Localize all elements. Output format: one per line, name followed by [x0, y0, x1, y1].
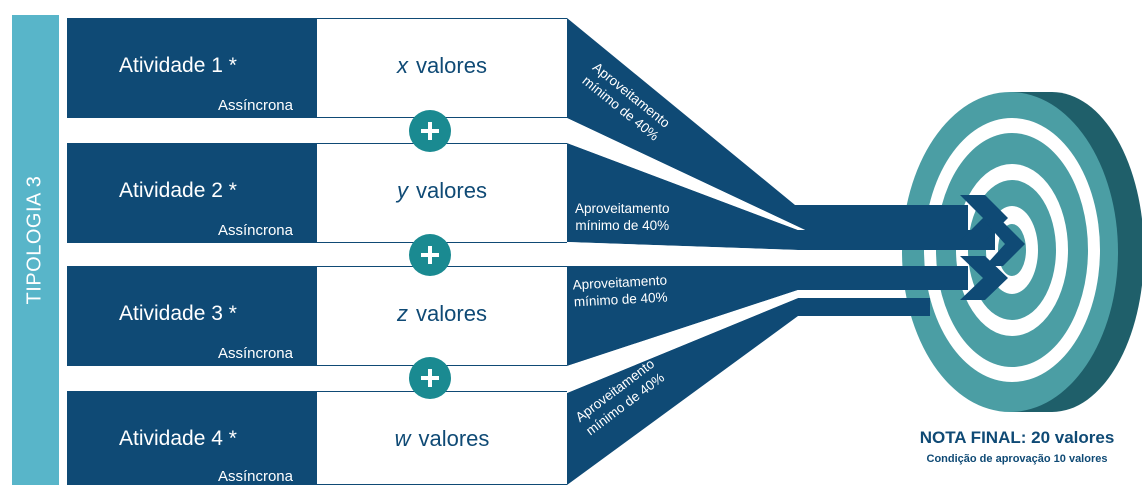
activity-value: w valores — [317, 426, 567, 452]
value-unit: valores — [416, 53, 487, 78]
activity-name: Atividade 1 * — [119, 54, 237, 77]
activity-block: Atividade 1 * Assíncrona — [67, 18, 317, 118]
band-separator-3 — [567, 290, 798, 393]
activity-type: Assíncrona — [217, 222, 293, 239]
tipologia-label: TIPOLOGIA 3 — [23, 175, 46, 305]
tipologia-sidebar — [12, 15, 59, 485]
condition-label-2: Aproveitamento mínimo de 40% — [575, 200, 670, 234]
value-block: z valores — [317, 266, 567, 366]
activity-name: Atividade 4 * — [119, 427, 237, 450]
value-block: w valores — [317, 391, 567, 485]
activity-type: Assíncrona — [217, 97, 293, 114]
plus-icon — [409, 357, 451, 399]
arrow-head-2 — [985, 222, 1025, 266]
activity-row-2: Atividade 2 * Assíncrona y valores — [67, 143, 567, 243]
arrow-head-3 — [960, 256, 1008, 300]
value-variable: w — [394, 426, 411, 451]
activity-name: Atividade 2 * — [119, 179, 237, 202]
condition-line1: Aproveitamento — [575, 201, 670, 216]
funnel-band-4 — [567, 298, 930, 485]
activity-row-1: Atividade 1 * Assíncrona x valores — [67, 18, 567, 118]
plus-icon — [409, 234, 451, 276]
value-unit: valores — [416, 178, 487, 203]
band-separator-2 — [567, 242, 798, 266]
activity-value: x valores — [317, 53, 567, 79]
activity-type: Assíncrona — [217, 468, 293, 485]
condition-line2: mínimo de 40% — [575, 218, 670, 233]
activity-value: y valores — [317, 178, 567, 204]
value-variable: x — [397, 53, 409, 78]
activity-value: z valores — [317, 301, 567, 327]
approval-condition: Condição de aprovação 10 valores — [926, 453, 1108, 465]
activity-type: Assíncrona — [217, 345, 293, 362]
activity-block: Atividade 2 * Assíncrona — [67, 143, 317, 243]
band-separator-1 — [567, 118, 805, 230]
funnel-band-2 — [567, 143, 995, 250]
value-variable: y — [397, 178, 409, 203]
activity-name: Atividade 3 * — [119, 302, 237, 325]
value-unit: valores — [418, 426, 490, 451]
activity-row-4: Atividade 4 * Assíncrona w valores — [67, 391, 567, 485]
condition-label-3: Aproveitamento mínimo de 40% — [572, 272, 668, 311]
funnel-band-3 — [567, 266, 968, 366]
activity-block: Atividade 3 * Assíncrona — [67, 266, 317, 366]
activity-block: Atividade 4 * Assíncrona — [67, 391, 317, 485]
final-grade-title: NOTA FINAL: 20 valores — [919, 428, 1115, 447]
value-block: x valores — [317, 18, 567, 118]
value-block: y valores — [317, 143, 567, 243]
funnel-band-1 — [567, 18, 968, 230]
activity-row-3: Atividade 3 * Assíncrona z valores — [67, 266, 567, 366]
value-unit: valores — [416, 301, 487, 326]
value-variable: z — [397, 301, 409, 326]
plus-icon — [409, 110, 451, 152]
